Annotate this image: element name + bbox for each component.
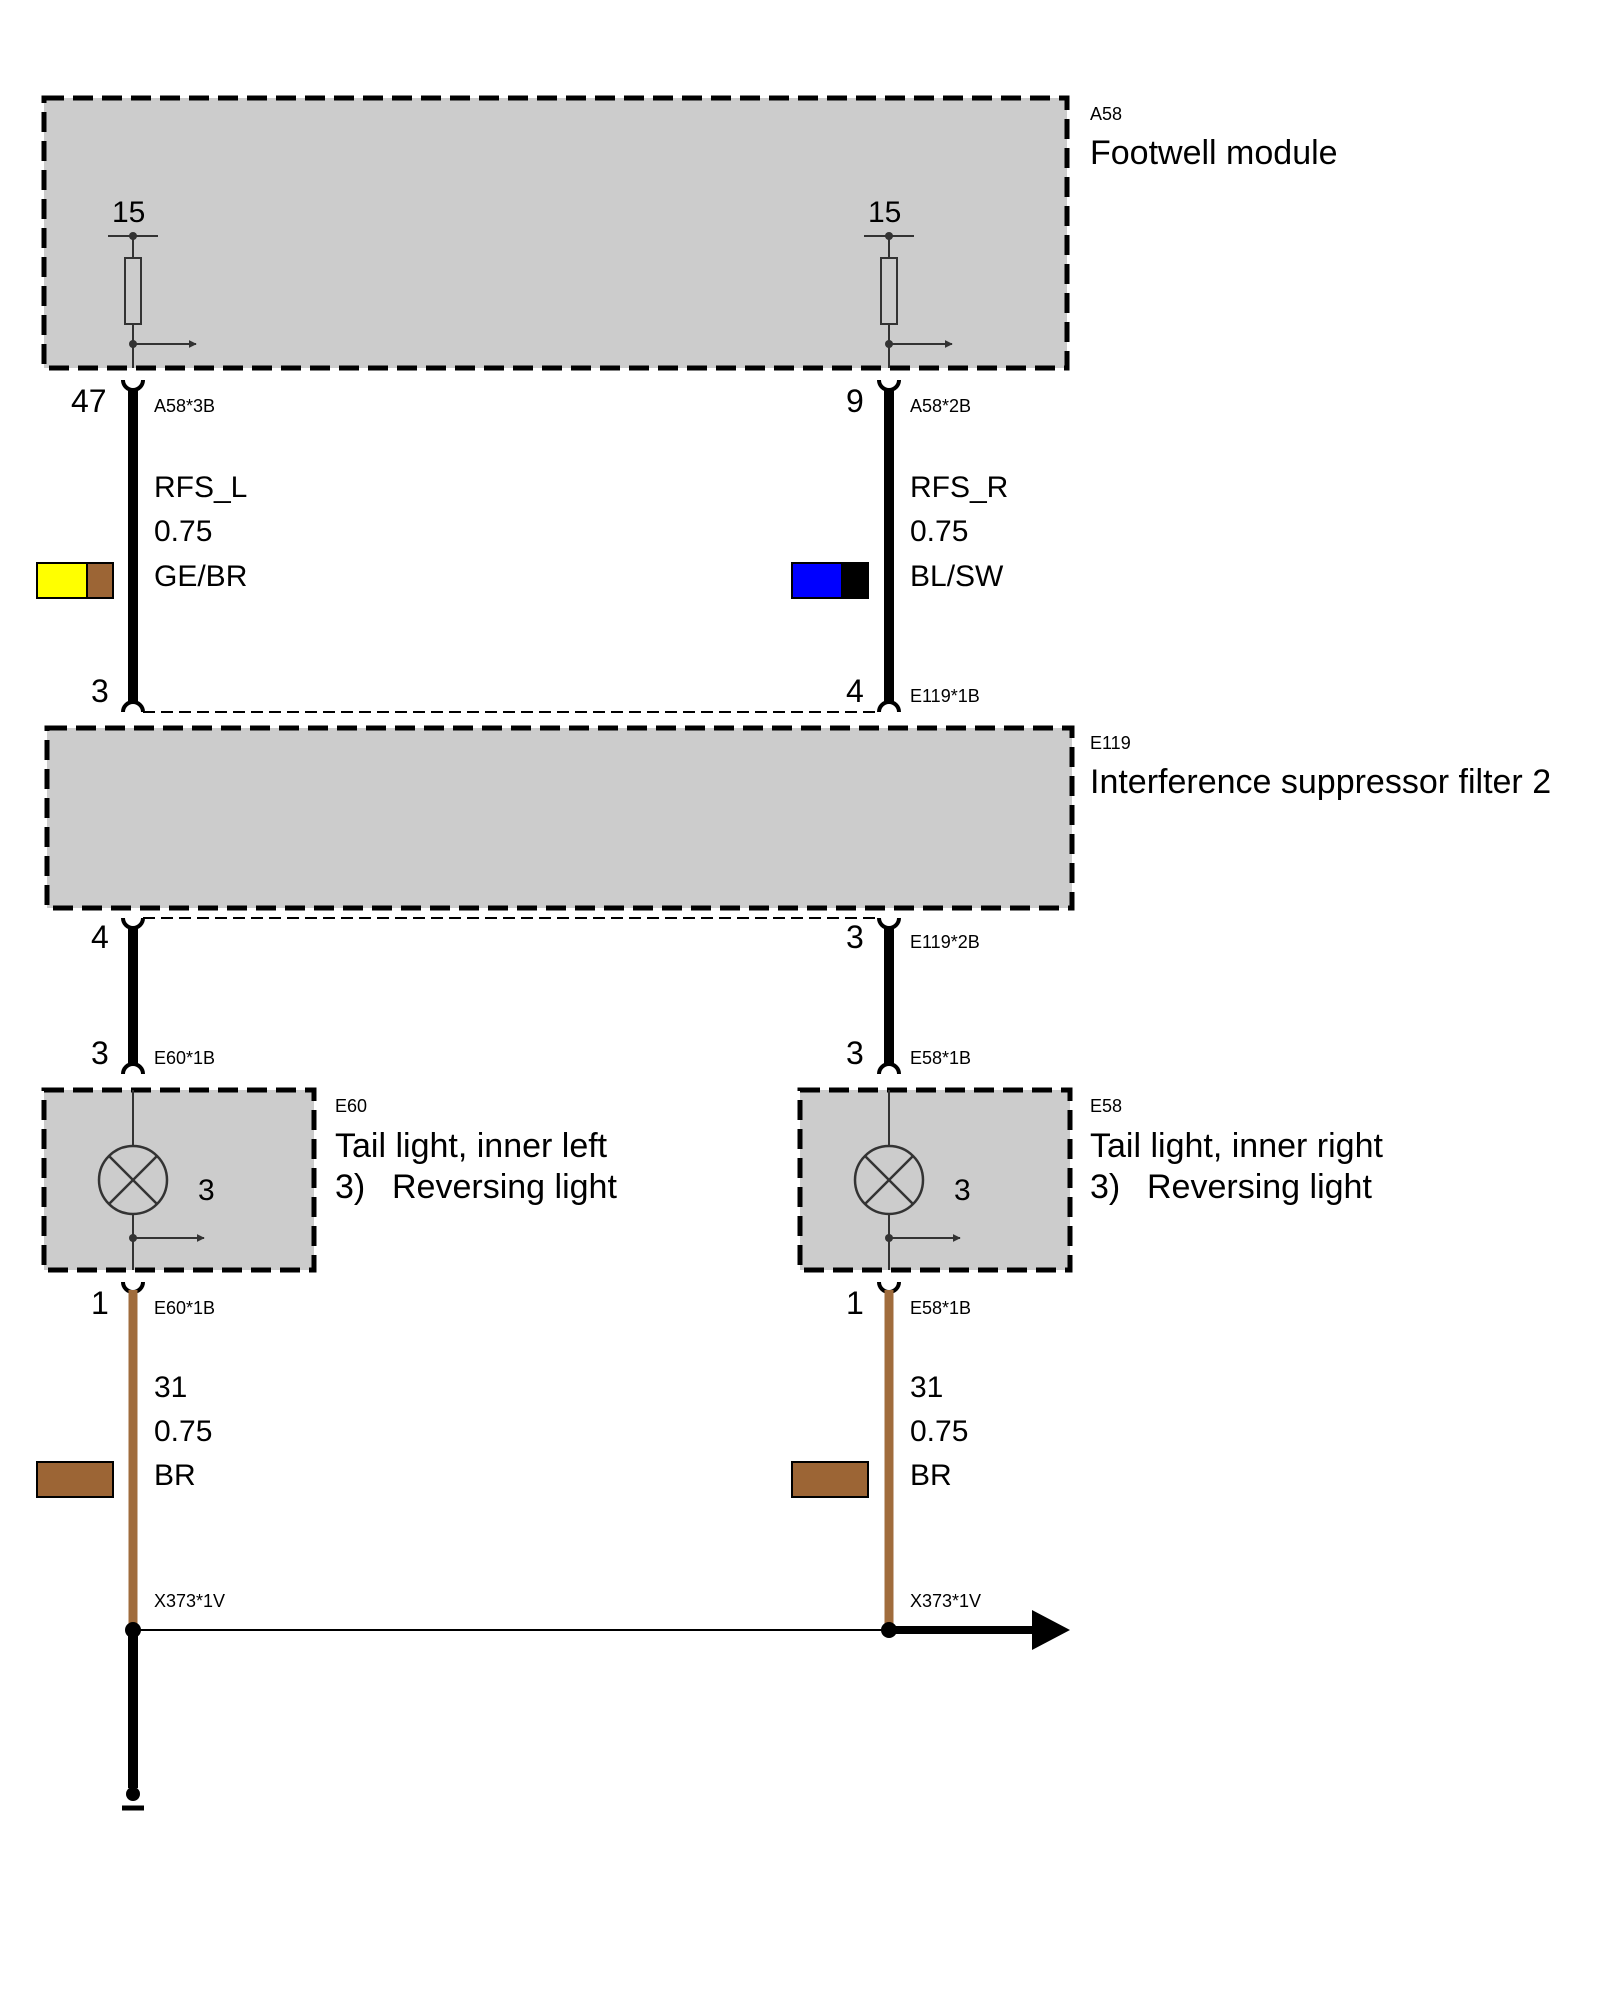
e119-top-right-pin: 4: [846, 673, 864, 709]
tail-light-inner-right: 3 E58 Tail light, inner right 3) Reversi…: [797, 1087, 1383, 1273]
e119-bottom-right-pin: 3: [846, 919, 864, 955]
tail-light-inner-right-note-text: Reversing light: [1147, 1168, 1372, 1206]
footwell-module: A58 Footwell module 15 15: [41, 95, 1338, 371]
ground-right-color-swatch: [791, 1461, 869, 1498]
tail-light-inner-left-box: [41, 1087, 317, 1273]
wire-left-color-swatch-yellow: [36, 562, 88, 599]
e58-top-pin: 3: [846, 1035, 864, 1071]
wire-right-size: 0.75: [910, 515, 968, 548]
e119-top-connector: E119*1B: [910, 686, 980, 706]
wire-rfs-l-label: RFS_L 0.75 GE/BR: [36, 471, 247, 599]
wire-right-signal: RFS_R: [910, 471, 1008, 504]
ground-point-icon: [126, 1787, 140, 1801]
continuation-arrow-icon: [1032, 1610, 1070, 1650]
ground-left-signal: 31: [154, 1371, 187, 1404]
tail-light-inner-left-note-text: Reversing light: [392, 1168, 617, 1206]
ground-left-color: BR: [154, 1459, 196, 1492]
wire-rfs-r-label: RFS_R 0.75 BL/SW: [791, 471, 1008, 599]
e58-top-pin-icon: [877, 1062, 901, 1075]
left-lamp-pin: 3: [198, 1174, 215, 1207]
wire-ground-right-label: 31 0.75 BR: [791, 1371, 968, 1498]
interference-suppressor-filter-code: E119: [1090, 733, 1131, 753]
ground-right-signal: 31: [910, 1371, 943, 1404]
a58-left-connector: A58*3B: [154, 396, 215, 416]
tail-light-inner-right-name: Tail light, inner right: [1090, 1127, 1383, 1165]
interference-suppressor-filter-name: Interference suppressor filter 2: [1090, 763, 1551, 801]
ground-right-color: BR: [910, 1459, 952, 1492]
footwell-module-box: [41, 95, 1070, 371]
ground-right-size: 0.75: [910, 1415, 968, 1448]
e60-top-pin-icon: [121, 1062, 145, 1075]
e58-bottom-connector: E58*1B: [910, 1298, 971, 1318]
wire-left-color-swatch-brown: [86, 562, 114, 599]
interference-suppressor-filter: E119 Interference suppressor filter 2: [44, 725, 1551, 911]
left-terminal-label: 15: [112, 196, 145, 229]
tail-light-inner-right-box: [797, 1087, 1073, 1273]
footwell-module-name: Footwell module: [1090, 134, 1338, 172]
e119-bottom-left-pin: 4: [91, 919, 109, 955]
right-supply-terminal: 15: [864, 196, 953, 368]
tail-light-inner-left-code: E60: [335, 1096, 367, 1116]
splice-right-label: X373*1V: [910, 1591, 981, 1611]
wire-ground-left-label: 31 0.75 BR: [36, 1371, 212, 1498]
wire-left-signal: RFS_L: [154, 471, 247, 504]
left-supply-terminal: 15: [108, 196, 197, 368]
footwell-module-code: A58: [1090, 104, 1122, 124]
a58-left-pin: 47: [71, 383, 107, 419]
ground-left-size: 0.75: [154, 1415, 212, 1448]
a58-right-pin: 9: [846, 383, 864, 419]
e60-top-connector: E60*1B: [154, 1048, 215, 1068]
e119-top-left-pin: 3: [91, 673, 109, 709]
interference-suppressor-filter-box: [44, 725, 1075, 911]
wire-right-color: BL/SW: [910, 560, 1004, 593]
e60-top-pin: 3: [91, 1035, 109, 1071]
ground-left-color-swatch: [36, 1461, 114, 1498]
e119-bottom-connector: E119*2B: [910, 932, 980, 952]
splice-left-label: X373*1V: [154, 1591, 225, 1611]
tail-light-inner-left-note-number: 3): [335, 1168, 365, 1206]
tail-light-inner-left: 3 E60 Tail light, inner left 3) Reversin…: [41, 1087, 617, 1273]
tail-light-inner-right-note-number: 3): [1090, 1168, 1120, 1206]
a58-right-connector: A58*2B: [910, 396, 971, 416]
wire-right-color-swatch-blue: [791, 562, 843, 599]
e58-bottom-pin: 1: [846, 1285, 864, 1321]
right-terminal-label: 15: [868, 196, 901, 229]
e60-bottom-connector: E60*1B: [154, 1298, 215, 1318]
wire-left-size: 0.75: [154, 515, 212, 548]
wire-left-color: GE/BR: [154, 560, 247, 593]
e60-bottom-pin: 1: [91, 1285, 109, 1321]
right-lamp-pin: 3: [954, 1174, 971, 1207]
tail-light-inner-left-name: Tail light, inner left: [335, 1127, 608, 1165]
wire-right-color-swatch-black: [841, 562, 869, 599]
e119-top-left-pin-icon: [121, 700, 145, 713]
tail-light-inner-right-code: E58: [1090, 1096, 1122, 1116]
e119-top-right-pin-icon: [877, 700, 901, 713]
e58-top-connector: E58*1B: [910, 1048, 971, 1068]
